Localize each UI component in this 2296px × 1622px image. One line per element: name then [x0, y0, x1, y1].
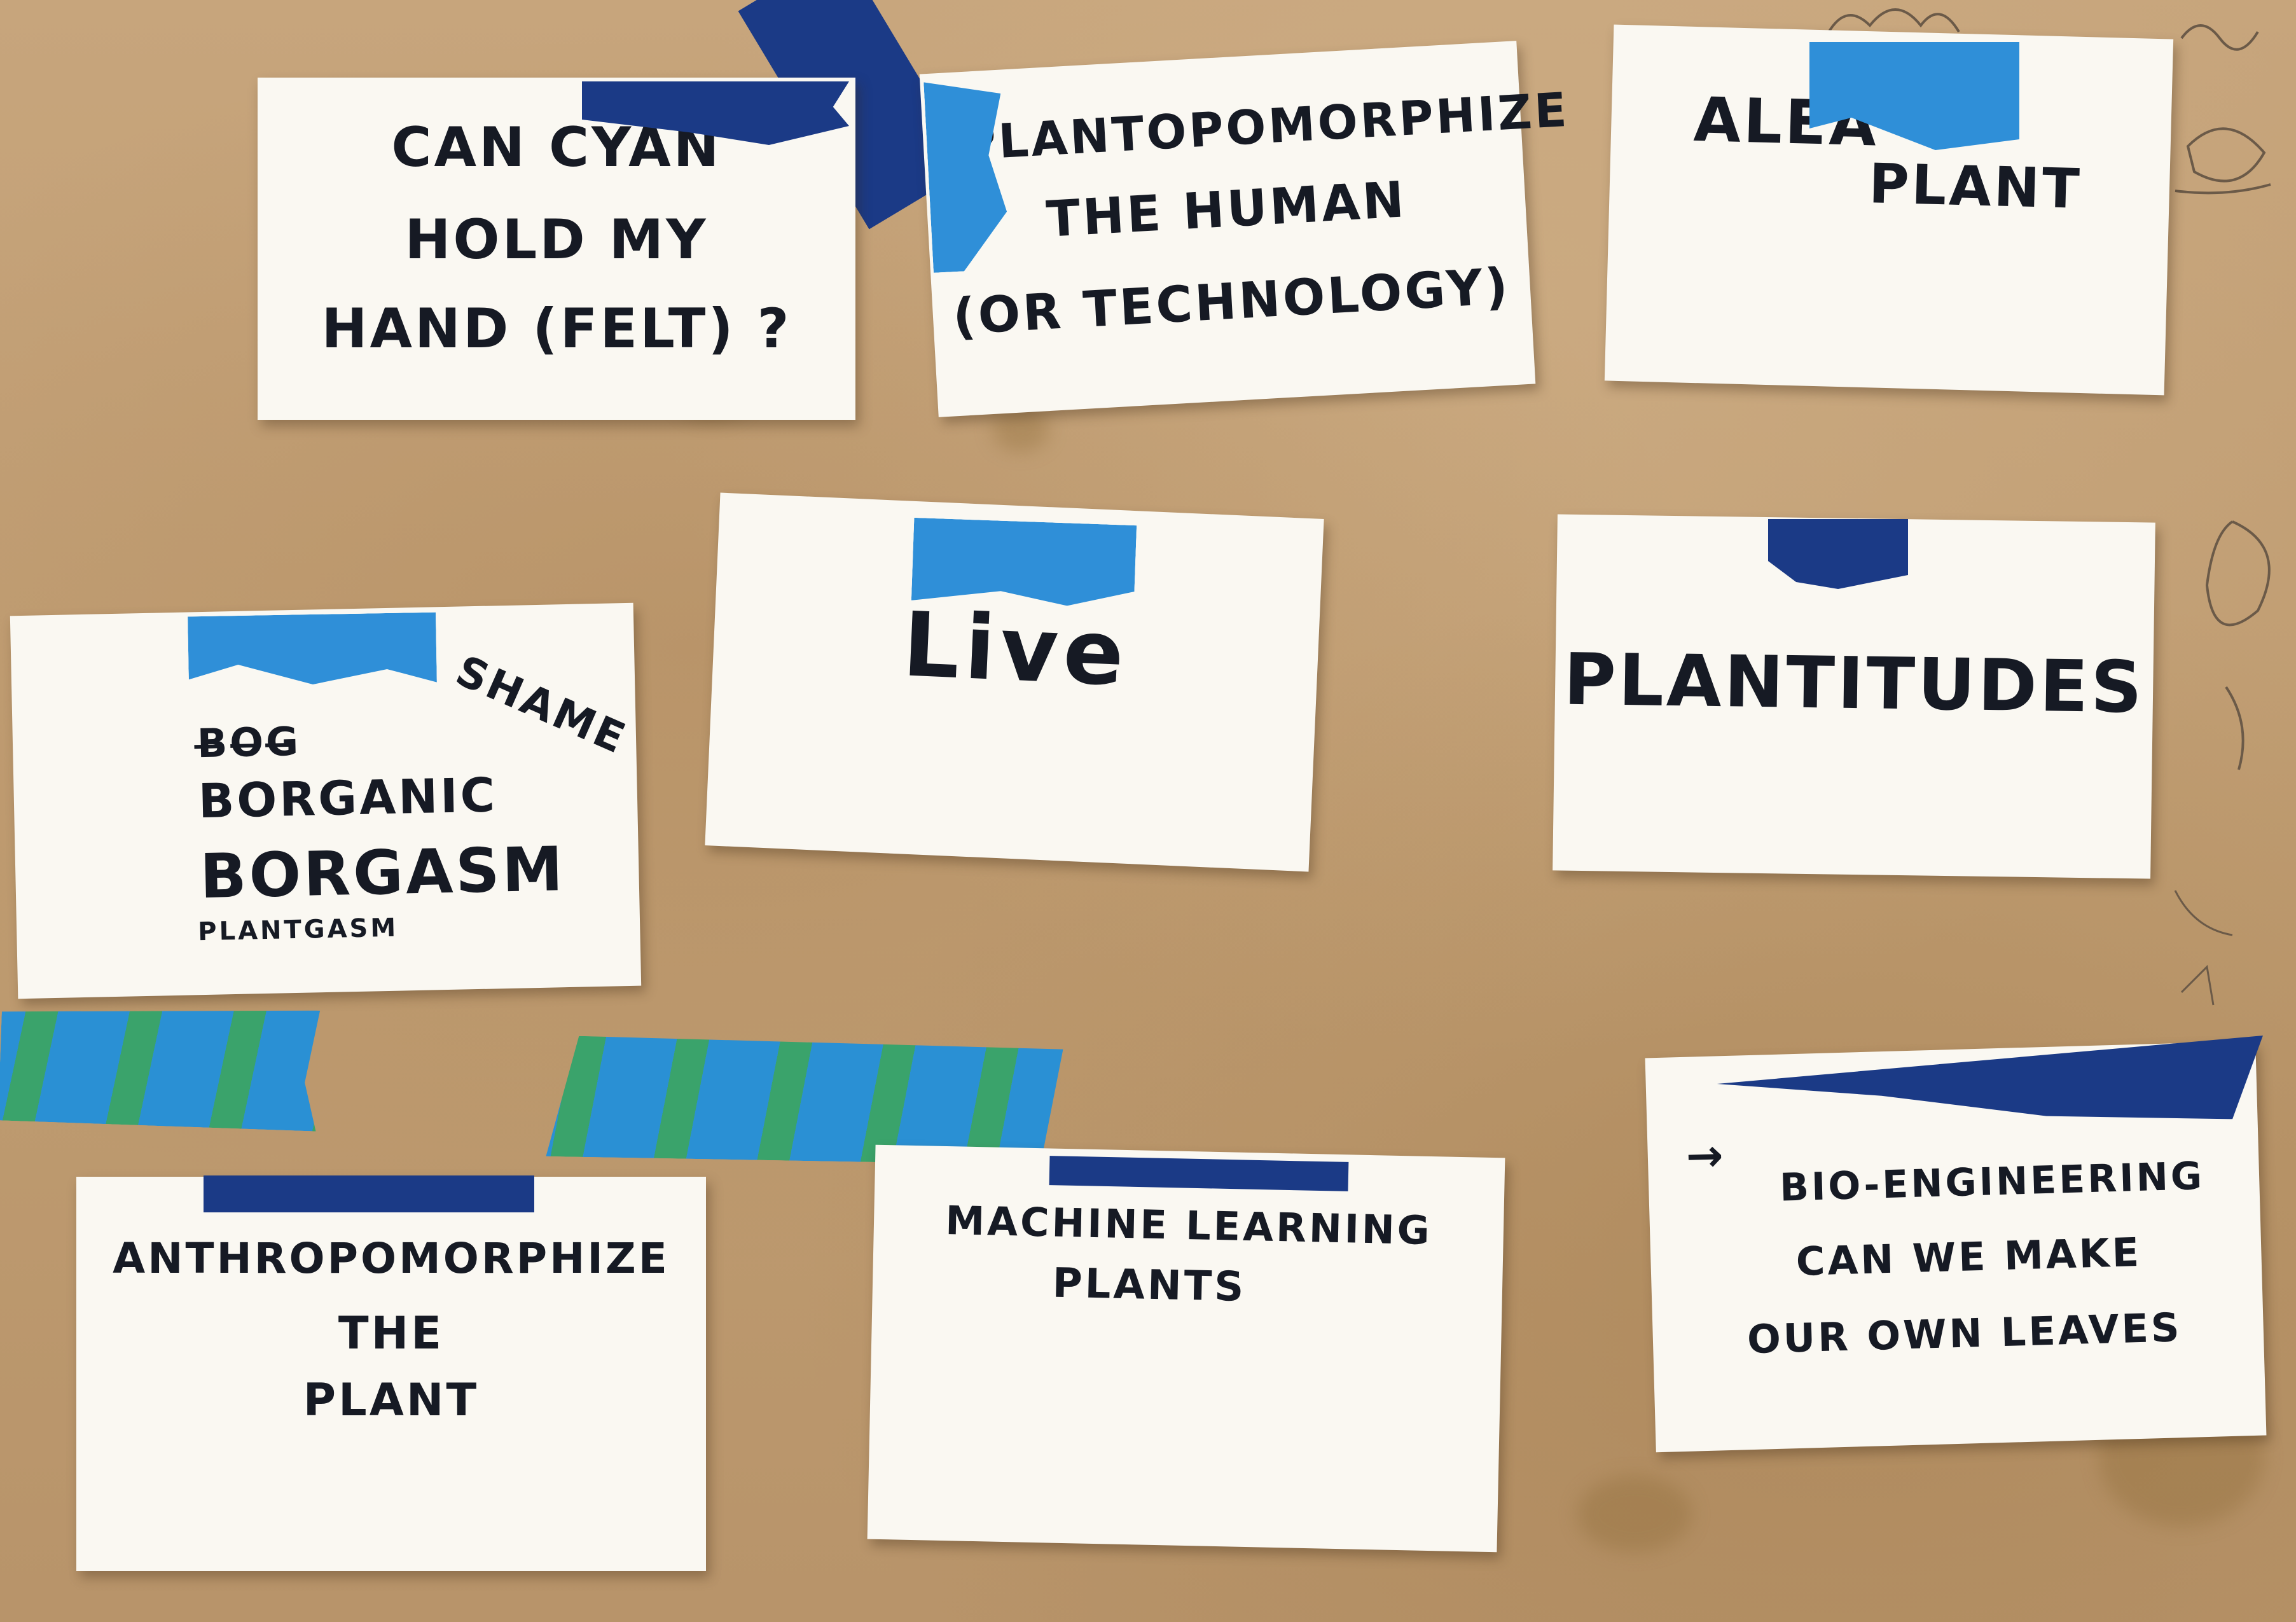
handwritten-line: PLANT	[303, 1374, 480, 1426]
masking-tape-light	[911, 518, 1137, 608]
masking-tape-dark	[1768, 519, 1908, 589]
pencil-doodle	[2174, 24, 2271, 1006]
handwritten-line: ANTHROPOMORPHIZE	[113, 1234, 670, 1283]
handwritten-line: PLANTOPOMORPHIZE	[960, 82, 1571, 172]
index-card: PLANTOPOMORPHIZE THE HUMAN (OR TECHNOLOG…	[919, 41, 1571, 417]
handwritten-line: OUR OWN LEAVES	[1746, 1304, 2183, 1363]
masking-tape-blue-green	[0, 999, 320, 1131]
handwritten-line: HOLD MY	[405, 208, 709, 272]
handwritten-line: PLANTGASM	[197, 913, 399, 947]
handwritten-line: PLANTITUDES	[1563, 638, 2145, 730]
handwritten-line: HAND (FELT) ?	[321, 297, 792, 361]
masking-tape-blue-green	[546, 1036, 1063, 1165]
handwritten-line: BORGASM	[199, 833, 566, 913]
handwritten-line: Live	[901, 593, 1131, 707]
paper-stain	[992, 407, 1049, 452]
handwritten-line: B̶O̶G̶	[197, 717, 301, 767]
handwritten-line: THE	[338, 1307, 445, 1359]
handwritten-line: PLANT	[1868, 152, 2083, 221]
handwritten-line: (OR TECHNOLOGY)	[951, 258, 1512, 347]
pencil-doodle	[1824, 8, 1960, 39]
masking-tape-dark	[204, 1175, 534, 1212]
paper-stain	[1577, 1476, 1692, 1552]
handwritten-line: PLANTS	[1052, 1259, 1247, 1311]
handwritten-line: MACHINE LEARNING	[944, 1197, 1433, 1254]
handwritten-line: BORGANIC	[198, 768, 498, 829]
handwritten-line: THE HUMAN	[1044, 171, 1408, 249]
masking-tape-dark	[1049, 1156, 1349, 1191]
index-card: ANTHROPOMORPHIZE THE PLANT	[76, 1177, 706, 1571]
index-card: CAN CYAN HOLD MY HAND (FELT) ?	[258, 78, 855, 420]
handwritten-line: CAN WE MAKE	[1795, 1228, 2143, 1286]
index-card: MACHINE LEARNING PLANTS	[867, 1144, 1505, 1553]
